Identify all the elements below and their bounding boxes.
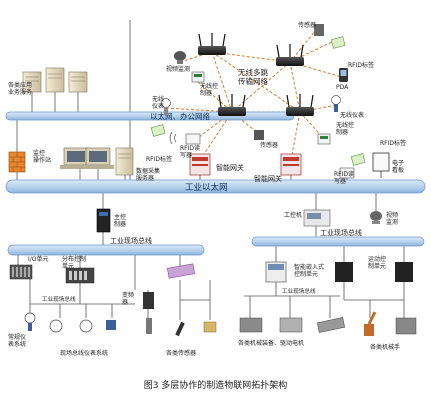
label-rfid-reader-right: RFID读 写器 (334, 171, 355, 185)
field-bus-inner-left-label: 工业现场总线 (42, 295, 76, 303)
rfid-reader-icon (169, 131, 201, 145)
server-icon (22, 71, 42, 93)
label-conventional-instruments: 常规仪 表系统 (8, 334, 27, 348)
label-wireless-instrument-right: 无线仪表 (340, 112, 365, 119)
label-smart-gateway-1: 智能网关 (216, 164, 244, 172)
robot-arm-icon (364, 311, 417, 336)
label-rfid-tag-right: RFID标签 (380, 140, 407, 147)
smart-gateway-icon (189, 153, 211, 176)
server-icon (68, 71, 88, 93)
controller-icon (167, 263, 195, 279)
business-servers (22, 67, 88, 93)
field-bus-right-label: 工业现场总线 (320, 228, 362, 237)
sensor-icon (314, 24, 324, 36)
label-pda: PDA (336, 84, 349, 91)
wireless-router-icon (218, 94, 246, 116)
wireless-router-icon (198, 33, 226, 55)
rfid-tag-icon (330, 36, 346, 49)
wired-links (16, 20, 405, 320)
label-distributed-control-unit: 分布控制 单元 (62, 256, 87, 270)
label-rfid-reader-left: RFID读 写器 (180, 145, 201, 159)
firewall-icon (8, 151, 26, 173)
field-bus-right: 工业现场总线 (251, 228, 425, 247)
wireless-controller-icon (317, 133, 331, 145)
label-wireless-instrument-left: 无线 仪表 (152, 96, 165, 110)
label-machines-drives: 各类机械装备、驱动电机 (238, 340, 305, 347)
instrument-icon (24, 312, 152, 334)
wireless-router-icon (286, 94, 314, 116)
e-kanban-icon (372, 152, 390, 178)
label-rfid-tag-left: RFID标签 (146, 156, 173, 163)
field-bus-inner-right-label: 工业现场总线 (282, 287, 316, 295)
rfid-reader-icon (339, 167, 355, 179)
label-industrial-pc: 工控机 (284, 212, 303, 219)
video-camera-icon (370, 211, 382, 224)
embedded-control-unit-icon (265, 261, 287, 283)
machine-icon (239, 317, 346, 333)
industrial-pc-icon (303, 209, 331, 227)
inverter-icon (143, 292, 154, 309)
wireless-router-icon (276, 44, 304, 66)
label-business-server: 各类应用 业务服务 (8, 82, 33, 96)
wireless-controller-icon (191, 71, 205, 83)
figure-caption: 图3 多层协作的制造物联网拓扑架构 (143, 381, 288, 391)
field-bus-left: 工业现场总线 (7, 236, 205, 256)
label-video-monitor-top: 视频监测 (166, 66, 191, 73)
industrial-ethernet-bus: 工业以太网 (5, 179, 426, 194)
office-ethernet-bus: 以太网、办公网络 (5, 111, 295, 121)
smart-gateway-icon (280, 153, 302, 176)
monitor-station-icon (60, 147, 114, 169)
io-unit-icon (9, 264, 33, 280)
label-robots: 各类机械手 (370, 344, 401, 351)
video-camera-icon (174, 51, 186, 64)
label-io-unit: I/O单元 (28, 256, 49, 263)
dist-control-unit-icon (65, 267, 95, 284)
label-fieldbus-instruments: 现场总线仪表系统 (60, 350, 109, 357)
wireless-instrument-icon (331, 95, 341, 112)
main-controller-icon (96, 208, 111, 233)
motion-control-unit-icon (335, 262, 413, 282)
label-data-server: 数据采集 服务器 (136, 168, 161, 182)
rfid-tag-icon (150, 124, 166, 137)
label-e-kanban: 电子 看板 (392, 160, 405, 174)
label-wireless-controller-1: 无线控 制器 (200, 83, 219, 97)
label-monitor-station: 监控 操作站 (33, 150, 52, 164)
wireless-instrument-icon (161, 98, 171, 115)
label-sensor-top: 传感器 (298, 22, 317, 29)
pda-icon (339, 68, 348, 82)
server-icon (45, 67, 65, 93)
label-wireless-mesh: 无线多跳 传输网络 (238, 68, 268, 86)
label-embedded-control: 智能嵌入式 控制单元 (294, 264, 325, 278)
label-motion-control: 运动控 制单元 (368, 256, 387, 270)
sensor-icon (175, 321, 217, 337)
label-wireless-controller-2: 无线控 制器 (336, 122, 355, 136)
sensor-icon (254, 130, 264, 140)
label-video-monitor-right: 视频 监测 (386, 212, 399, 226)
data-server-icon (115, 147, 134, 176)
office-bus-label: 以太网、办公网络 (150, 111, 210, 121)
label-sensors-bottom: 各类传感器 (166, 350, 197, 357)
label-inverter: 变频 器 (122, 292, 135, 306)
label-rfid-tag-top: RFID标签 (348, 62, 375, 69)
label-smart-gateway-2: 智能网关 (254, 175, 282, 183)
label-sensor-mid: 传感器 (260, 142, 279, 149)
label-main-controller: 主控 制器 (114, 214, 127, 228)
rfid-tag-icon (350, 153, 366, 166)
industrial-bus-label: 工业以太网 (185, 182, 228, 193)
field-bus-left-label: 工业现场总线 (110, 236, 152, 245)
